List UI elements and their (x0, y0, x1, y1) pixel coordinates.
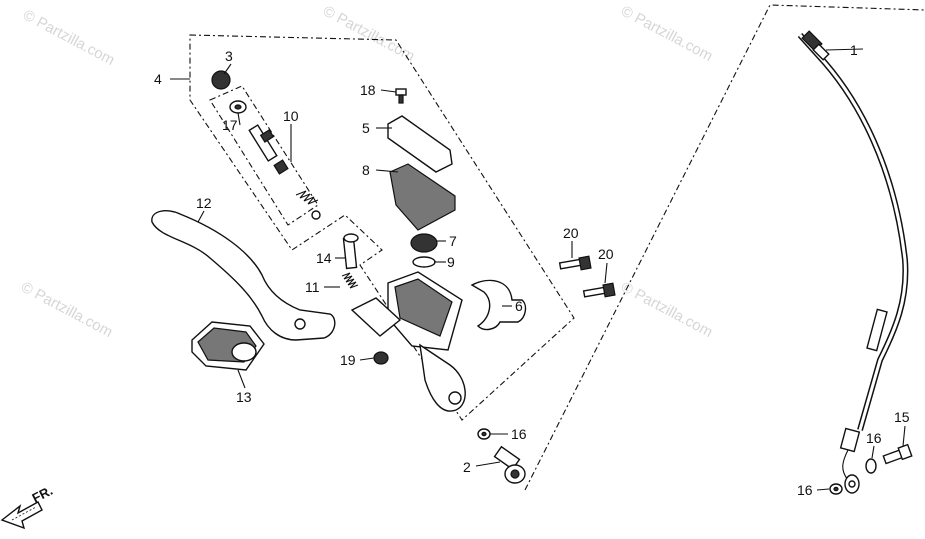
boot-icon (211, 70, 231, 90)
callout-9: 9 (447, 254, 455, 270)
reservoir-seal (410, 233, 438, 253)
callout-3: 3 (225, 48, 233, 64)
callout-15: 15 (894, 409, 910, 425)
piston-spring-icon (295, 190, 319, 205)
clamp-bolt (558, 255, 592, 271)
brake-hose (797, 30, 909, 494)
watermark: © Partzilla.com (618, 3, 715, 65)
callout-16: 16 (797, 482, 813, 498)
oil-bolt (882, 443, 913, 465)
callout-2: 2 (463, 459, 471, 475)
callout-10: 10 (283, 108, 299, 124)
cap-screw (395, 88, 407, 104)
watermark: © Partzilla.com (618, 279, 715, 341)
pivot-bolt (342, 233, 359, 270)
direction-label: FR. (30, 483, 55, 506)
watermark: © Partzilla.com (320, 3, 417, 65)
lever-cover (191, 321, 265, 371)
lock-nut-icon (373, 351, 389, 365)
callout-8: 8 (362, 162, 370, 178)
callout-20: 20 (563, 225, 579, 241)
master-cylinder-body (350, 271, 466, 412)
watermark: © Partzilla.com (20, 7, 117, 69)
callout-18: 18 (360, 82, 376, 98)
callout-19: 19 (340, 352, 356, 368)
hose-joint-bolt (493, 445, 526, 484)
callout-11: 11 (305, 279, 320, 295)
sealing-washer-icon (865, 458, 877, 474)
callout-12: 12 (196, 195, 212, 211)
master-cylinder-assembly-outline (189, 34, 575, 421)
spring-icon (341, 272, 359, 289)
reservoir-cap (387, 115, 453, 173)
o-ring-icon (412, 256, 436, 268)
callout-16: 16 (866, 430, 882, 446)
hose-assembly-outline (524, 4, 925, 491)
front-direction-arrow: FR. (0, 483, 55, 530)
callout-20: 20 (598, 246, 614, 262)
callout-13: 13 (236, 389, 252, 405)
callout-labels: 1 2 3 4 5 6 7 8 9 10 11 12 13 14 15 16 1… (154, 42, 910, 498)
callout-6: 6 (515, 298, 523, 314)
piston (248, 124, 289, 175)
callout-5: 5 (362, 120, 370, 136)
callout-17: 17 (222, 117, 238, 133)
callout-4: 4 (154, 71, 162, 87)
clamp-bolt (582, 282, 616, 298)
callout-7: 7 (449, 233, 457, 249)
callout-16: 16 (511, 426, 527, 442)
brake-lever (151, 210, 336, 341)
callout-1: 1 (850, 42, 858, 58)
reservoir-diaphragm (389, 163, 456, 231)
callout-14: 14 (316, 250, 332, 266)
piston-kit-outline (209, 85, 319, 226)
leader-lines (170, 48, 906, 491)
master-cylinder-holder (470, 279, 527, 331)
watermark: © Partzilla.com (18, 279, 115, 341)
